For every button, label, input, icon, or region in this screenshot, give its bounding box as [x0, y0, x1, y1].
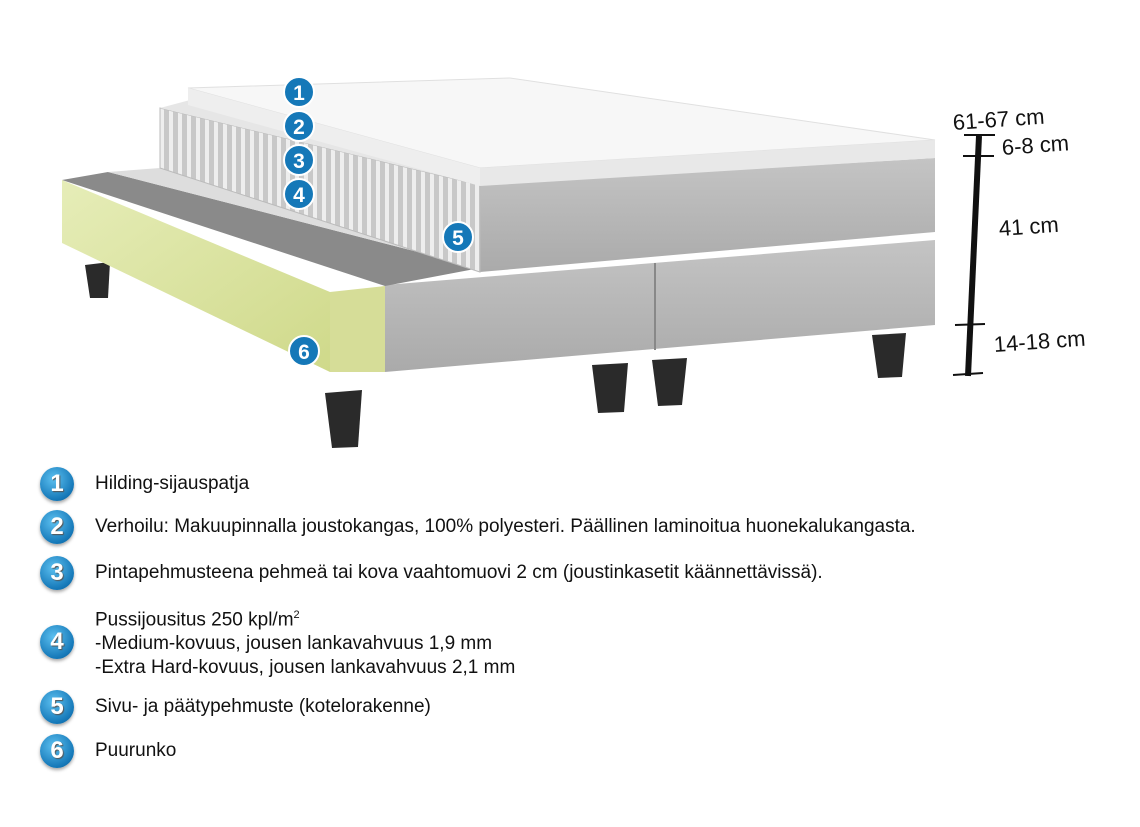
svg-text:3: 3: [293, 150, 305, 173]
badge-3: 3: [40, 556, 74, 590]
dimension-line: [952, 134, 995, 377]
legend-text-line1: Pussijousitus 250 kpl/m: [95, 609, 294, 631]
svg-text:4: 4: [293, 184, 305, 207]
svg-text:2: 2: [293, 116, 305, 139]
legend-text: Sivu- ja päätypehmuste (kotelorakenne): [95, 696, 431, 717]
bed-illustration: 1 2 3 4 5 6: [62, 76, 995, 448]
callout-5: 5: [442, 221, 474, 253]
legend-item-5: 5 Sivu- ja päätypehmuste (kotelorakenne): [40, 690, 431, 724]
mattress: [159, 100, 935, 273]
badge-4: 4: [40, 624, 74, 659]
topper: [187, 77, 936, 186]
legend-item-4: 4 Pussijousitus 250 kpl/m2 -Medium-kovuus…: [40, 603, 515, 680]
legend-text-line3: -Extra Hard-kovuus, jousen lankavahvuus …: [95, 657, 516, 679]
svg-text:5: 5: [452, 227, 464, 250]
callout-2: 2: [283, 110, 315, 142]
svg-text:6: 6: [298, 341, 310, 364]
legend-text-line2: -Medium-kovuus, jousen lankavahvuus 1,9 …: [95, 633, 493, 655]
dim-mattress: 41 cm: [998, 211, 1060, 241]
badge-1: 1: [40, 467, 74, 501]
legend-text: Hilding-sijauspatja: [95, 473, 250, 494]
badge-5: 5: [40, 690, 74, 724]
superscript: 2: [293, 609, 300, 621]
legend-text: Verhoilu: Makuupinnalla joustokangas, 10…: [95, 516, 916, 537]
callout-badges: 1 2 3 4 5 6: [283, 76, 474, 367]
legend-item-3: 3 Pintapehmusteena pehmeä tai kova vaahto…: [40, 556, 823, 590]
callout-1: 1: [283, 76, 315, 108]
base: [62, 168, 935, 372]
badge-2: 2: [40, 510, 74, 544]
callout-3: 3: [283, 144, 315, 176]
dim-topper: 6-8 cm: [1001, 130, 1070, 160]
legend-item-2: 2 Verhoilu: Makuupinnalla joustokangas, 1…: [40, 510, 916, 544]
legend-item-1: 1 Hilding-sijauspatja: [40, 467, 249, 501]
badge-6: 6: [40, 734, 74, 768]
legend-item-6: 6 Puurunko: [40, 734, 176, 768]
svg-text:1: 1: [293, 82, 305, 105]
callout-4: 4: [283, 178, 315, 210]
legend-text: Pintapehmusteena pehmeä tai kova vaahtom…: [95, 562, 823, 583]
callout-6: 6: [288, 335, 320, 367]
legs: [85, 262, 906, 448]
legend-text: Puurunko: [95, 740, 177, 761]
